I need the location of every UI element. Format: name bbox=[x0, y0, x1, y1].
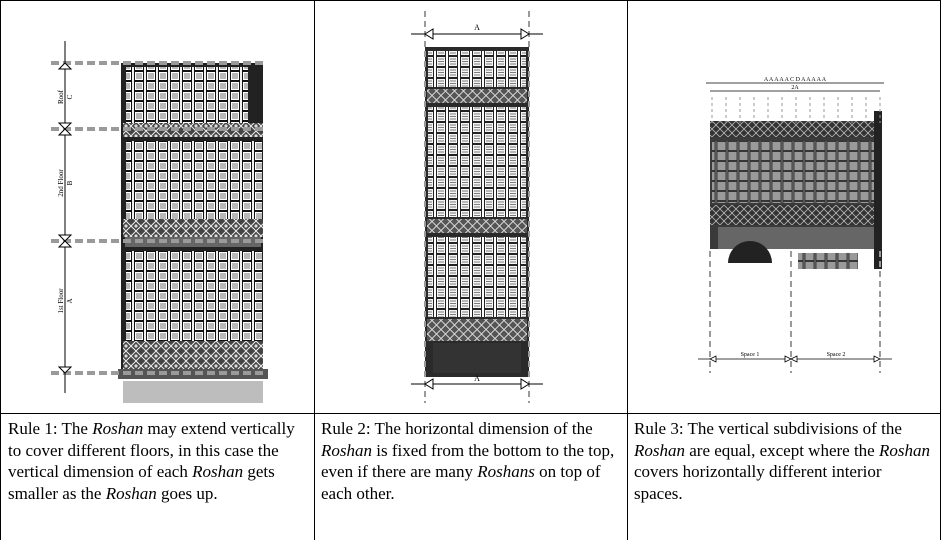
caption-text: gets smaller as the bbox=[8, 462, 275, 503]
rule-3-caption: Rule 3: The vertical subdivisions of the… bbox=[634, 418, 934, 504]
rule-3-drawing: A A A A A C D A A A A A 2A Space 1 Space… bbox=[628, 1, 940, 413]
caption-text: Rule 2: The horizontal dimension of the bbox=[321, 419, 593, 438]
vertical-dimension-lines bbox=[57, 41, 73, 393]
caption-term: Roshan bbox=[92, 419, 144, 438]
rule-1-drawing: Roof C 2nd Floor B 1st Floor A bbox=[1, 1, 314, 413]
caption-term: Roshan bbox=[878, 440, 930, 460]
top-dimension-label: A bbox=[474, 23, 480, 32]
space-2-label: Space 2 bbox=[827, 352, 846, 358]
caption-term: Roshan bbox=[634, 440, 685, 460]
row-divider bbox=[0, 413, 941, 414]
roshan-facade-wide bbox=[710, 111, 882, 269]
subdivision-lines bbox=[711, 97, 881, 123]
roof-label: Roof bbox=[57, 89, 65, 104]
rule-2-drawing: A A bbox=[315, 1, 627, 413]
caption-text: on top of each other. bbox=[321, 462, 601, 503]
caption-term: Roshan bbox=[321, 440, 372, 460]
space-dimension-lines bbox=[698, 82, 892, 363]
caption-term: Roshan bbox=[192, 462, 244, 481]
floor2-dim-label: B bbox=[66, 180, 74, 185]
space-1-label: Space 1 bbox=[741, 352, 760, 358]
roof-dim-label: C bbox=[66, 94, 74, 99]
column-divider-2 bbox=[627, 0, 628, 540]
rule-1-caption: Rule 1: The Roshan may extend vertically… bbox=[8, 418, 308, 504]
table-border-left bbox=[0, 0, 1, 540]
horizontal-dimension-lines bbox=[411, 28, 543, 390]
bottom-dimension-label: A bbox=[474, 374, 480, 383]
column-divider-1 bbox=[314, 0, 315, 540]
subdivision-labels: A A A A A C D A A A A A bbox=[764, 77, 827, 83]
caption-text: goes up. bbox=[156, 483, 218, 503]
space-dashed-lines bbox=[709, 251, 881, 373]
caption-text: Rule 1: The bbox=[8, 419, 93, 438]
caption-text: may extend vertically to cover different… bbox=[8, 419, 295, 481]
table-border-top bbox=[0, 0, 941, 1]
floor1-dim-label: A bbox=[66, 298, 74, 303]
caption-text: are equal, except where the bbox=[685, 440, 879, 460]
roshan-facade-tall bbox=[118, 63, 268, 403]
caption-term: Roshans bbox=[477, 462, 535, 481]
caption-text: is fixed from the bottom to the top, eve… bbox=[321, 440, 615, 482]
caption-text: covers horizontally different interior s… bbox=[634, 462, 882, 503]
roshan-facade-stacked bbox=[425, 47, 529, 377]
floor2-label: 2nd Floor bbox=[57, 169, 65, 197]
floor1-label: 1st Floor bbox=[57, 288, 65, 314]
caption-term: Roshan bbox=[105, 483, 157, 503]
width-dashed-lines bbox=[424, 11, 530, 403]
total-dimension-label: 2A bbox=[791, 85, 799, 91]
rule-2-caption: Rule 2: The horizontal dimension of the … bbox=[321, 418, 621, 504]
caption-text: Rule 3: The vertical subdivisions of the bbox=[634, 419, 902, 438]
